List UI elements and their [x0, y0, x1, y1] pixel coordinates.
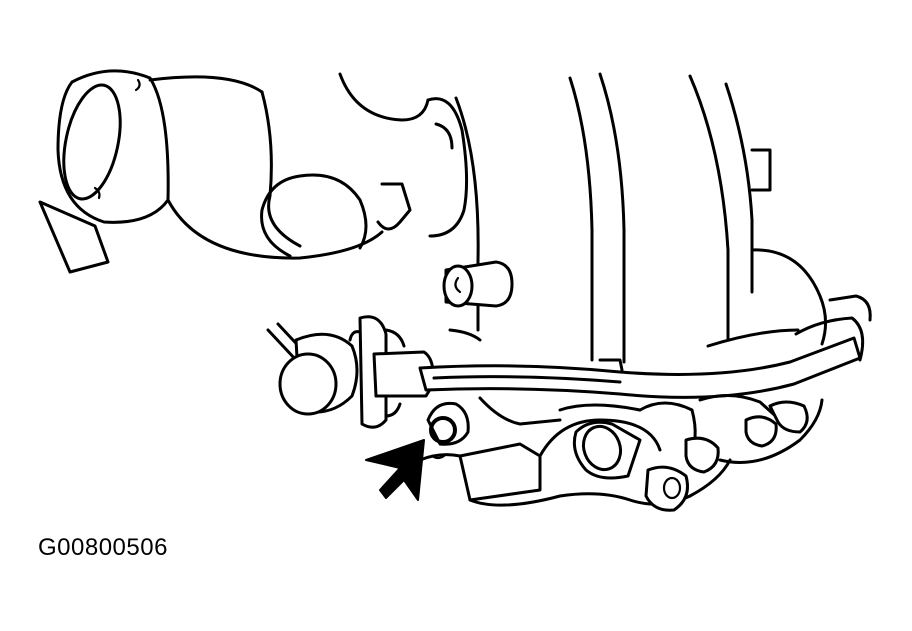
throttle-body-flange — [38, 69, 170, 274]
fuel-pipe — [418, 294, 872, 399]
valve-assembly — [266, 315, 435, 429]
lower-manifold — [448, 328, 824, 512]
sensor-port — [418, 401, 470, 462]
pointer-arrow-icon — [365, 439, 425, 501]
intake-runners — [454, 72, 827, 364]
intake-plenum — [148, 72, 469, 260]
figure-code-label: G00800506 — [38, 534, 168, 561]
plenum-boss — [442, 260, 514, 308]
